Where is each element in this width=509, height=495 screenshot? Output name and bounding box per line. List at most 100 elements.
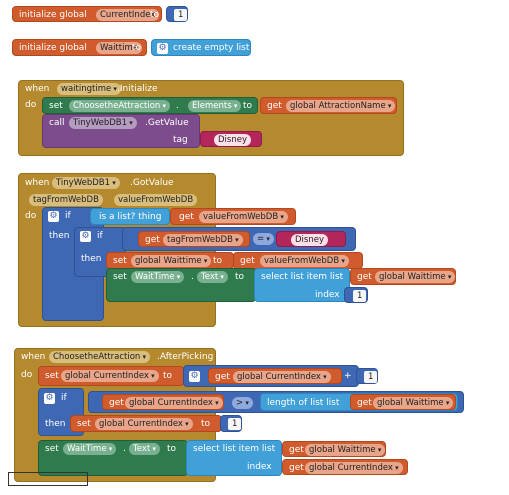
text-field[interactable]: Disney — [214, 134, 251, 146]
get-global-block[interactable]: get global Waittime — [350, 268, 456, 285]
get-tag-block[interactable]: get tagFromWebDB — [138, 231, 250, 247]
gear-icon[interactable]: ⚙ — [44, 393, 55, 404]
number-field[interactable]: 1 — [174, 9, 188, 21]
get-label: get — [267, 101, 282, 111]
number-block[interactable]: 1 — [166, 6, 188, 22]
get-label: get — [357, 272, 372, 282]
call-label: call — [49, 118, 65, 128]
select-list-item-block[interactable]: select list item list index — [254, 268, 350, 302]
component-dropdown[interactable]: TinyWebDB1 — [52, 177, 120, 189]
variable-dropdown[interactable]: global Waittime — [373, 397, 454, 409]
number-block[interactable]: 1 — [356, 368, 378, 384]
param-field[interactable]: tagFromWebDB — [29, 194, 103, 206]
component-dropdown[interactable]: ChoosetheAttraction — [49, 351, 151, 363]
when-label: when — [25, 178, 50, 188]
method-name: .GetValue — [145, 118, 189, 128]
init-prefix: initialize global — [19, 10, 87, 20]
create-empty-list-label: create empty list — [173, 43, 250, 53]
number-field[interactable]: 1 — [353, 290, 367, 302]
index-label: index — [315, 290, 340, 300]
select-list-item-block[interactable]: select list item list index — [186, 440, 282, 476]
component-dropdown[interactable]: ChoosetheAttraction — [69, 100, 171, 112]
get-label: get — [109, 398, 124, 408]
variable-dropdown[interactable]: tagFromWebDB — [163, 234, 243, 246]
number-block[interactable]: 1 — [344, 287, 368, 303]
operator-dropdown[interactable]: = — [253, 233, 274, 245]
get-global-block[interactable]: get global CurrentIndex — [208, 368, 342, 384]
get-param-block[interactable]: get valueFromWebDB — [233, 252, 363, 269]
get-global-block[interactable]: get global CurrentIndex — [282, 459, 408, 475]
set-text-block[interactable]: set WaitTime . Text to — [38, 440, 188, 476]
component-dropdown[interactable]: waitingtime — [57, 83, 121, 95]
get-global-block[interactable]: get global Waittime — [350, 394, 456, 410]
then-label: then — [45, 419, 66, 429]
gear-icon[interactable]: ⚙ — [157, 43, 168, 54]
property-dropdown[interactable]: Text — [197, 271, 228, 283]
get-global-block[interactable]: get global CurrentIndex — [102, 394, 224, 410]
init-current-index-block[interactable]: initialize global CurrentIndex to — [12, 6, 162, 22]
gear-icon[interactable]: ⚙ — [48, 211, 59, 222]
property-dropdown[interactable]: Text — [129, 443, 160, 455]
dot-label: . — [176, 101, 179, 111]
variable-dropdown[interactable]: global CurrentIndex — [125, 397, 223, 409]
component-dropdown[interactable]: TinyWebDB1 — [69, 117, 137, 129]
plus-label: + — [344, 371, 352, 381]
number-block[interactable]: 1 — [220, 415, 242, 432]
variable-dropdown[interactable]: global Waittime — [305, 444, 386, 456]
text-block[interactable]: Disney — [276, 231, 346, 247]
variable-dropdown[interactable]: global CurrentIndex — [95, 418, 193, 430]
get-label: get — [179, 212, 194, 222]
number-field[interactable]: 1 — [228, 418, 242, 430]
if-label: if — [61, 393, 67, 403]
variable-dropdown[interactable]: valueFromWebDB — [199, 211, 288, 223]
select-list-label: select list item list — [261, 272, 344, 282]
do-label: do — [25, 211, 37, 221]
variable-dropdown[interactable]: global Waittime — [375, 271, 456, 283]
to-label: to — [213, 256, 223, 266]
get-label: get — [145, 235, 160, 245]
gear-icon[interactable]: ⚙ — [80, 231, 91, 242]
set-label: set — [45, 444, 59, 454]
component-dropdown[interactable]: WaitTime — [131, 271, 185, 283]
variable-dropdown[interactable]: global AttractionName — [286, 100, 396, 112]
property-dropdown[interactable]: Elements — [188, 100, 242, 112]
create-empty-list-block[interactable]: ⚙ create empty list — [151, 39, 251, 56]
to-label: to — [243, 101, 253, 111]
to-label: to — [150, 10, 160, 20]
event-name: .AfterPicking — [157, 352, 214, 362]
number-field[interactable]: 1 — [364, 371, 378, 383]
length-label: length of list list — [267, 398, 340, 408]
variable-dropdown[interactable]: global Waittime — [131, 255, 212, 267]
set-global-block[interactable]: set global Waittime to — [106, 252, 234, 269]
get-global-block[interactable]: get global Waittime — [282, 441, 386, 457]
variable-dropdown[interactable]: global CurrentIndex — [233, 371, 331, 383]
get-param-block[interactable]: get valueFromWebDB — [170, 208, 296, 225]
if-label: if — [65, 211, 71, 221]
variable-dropdown[interactable]: valueFromWebDB — [260, 255, 349, 267]
is-list-block[interactable]: is a list? thing — [90, 208, 170, 225]
is-list-label: is a list? thing — [99, 212, 162, 222]
select-list-label: select list item list — [193, 444, 276, 454]
text-field[interactable]: Disney — [291, 234, 328, 246]
call-getvalue-block[interactable]: call TinyWebDB1 .GetValue tag — [42, 114, 200, 148]
set-global-block[interactable]: set global CurrentIndex to — [70, 415, 222, 432]
init-waittime-block[interactable]: initialize global Waittime to — [12, 39, 147, 56]
param-field[interactable]: valueFromWebDB — [114, 194, 198, 206]
get-label: get — [240, 256, 255, 266]
var-name-field[interactable]: Waittime — [96, 42, 142, 54]
gear-icon[interactable]: ⚙ — [189, 371, 200, 382]
var-name-field[interactable]: CurrentIndex — [96, 9, 160, 21]
component-dropdown[interactable]: WaitTime — [63, 443, 117, 455]
set-label: set — [49, 101, 63, 111]
variable-dropdown[interactable]: global CurrentIndex — [305, 462, 403, 474]
set-label: set — [113, 256, 127, 266]
set-elements-block[interactable]: set ChoosetheAttraction . Elements to — [42, 97, 258, 114]
variable-dropdown[interactable]: global CurrentIndex — [61, 370, 159, 382]
set-global-block[interactable]: set global CurrentIndex to — [38, 366, 184, 386]
set-label: set — [113, 272, 127, 282]
set-text-block[interactable]: set WaitTime . Text to — [106, 268, 256, 302]
text-block[interactable]: Disney — [200, 131, 262, 147]
event-name: .Initialize — [117, 84, 158, 94]
operator-dropdown[interactable]: > — [232, 397, 253, 409]
get-global-block[interactable]: get global AttractionName — [260, 97, 397, 114]
